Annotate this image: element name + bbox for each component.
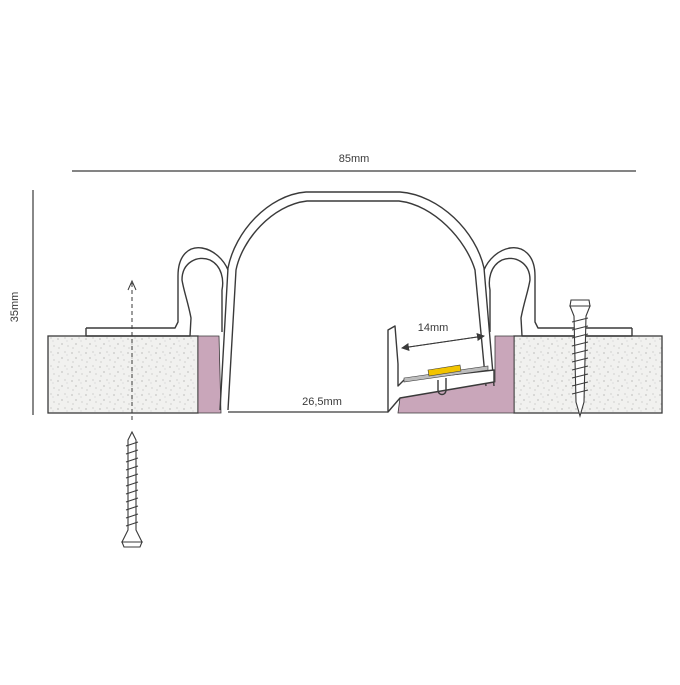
dimension-line-strip-back — [401, 335, 485, 351]
dimension-label-height: 35mm — [9, 292, 21, 323]
screw-left — [121, 430, 143, 548]
led-strip — [403, 364, 489, 383]
dimension-label-width: 85mm — [339, 153, 370, 165]
screw-guide-arrow — [127, 279, 137, 291]
aluminium-profile — [85, 191, 633, 413]
screw-right — [569, 299, 591, 419]
filler-left — [197, 335, 222, 414]
plasterboard-left — [47, 335, 199, 414]
dimension-label-opening: 26,5mm — [302, 396, 342, 408]
dimension-label-strip: 14mm — [418, 322, 449, 334]
